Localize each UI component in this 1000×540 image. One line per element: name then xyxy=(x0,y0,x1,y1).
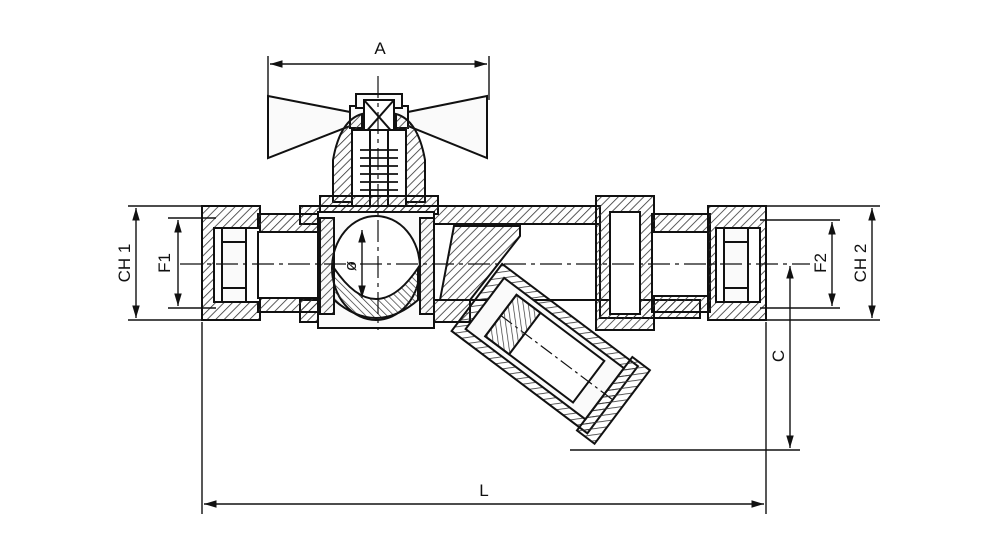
stem-assembly xyxy=(319,93,439,215)
label-F2: F2 xyxy=(811,253,830,273)
centerlines xyxy=(180,76,810,330)
dimension-A xyxy=(267,56,490,100)
dimension-CH1 xyxy=(128,205,206,321)
dimension-CH2 xyxy=(766,205,880,321)
left-fitting xyxy=(201,205,319,321)
strainer-branch xyxy=(450,262,652,446)
dimension-F2 xyxy=(760,219,840,309)
label-CH1: CH 1 xyxy=(115,244,134,283)
label-L: L xyxy=(479,481,488,500)
label-F1: F1 xyxy=(155,253,174,273)
label-CH2: CH 2 xyxy=(851,244,870,283)
label-A: A xyxy=(374,39,386,58)
valve-body xyxy=(299,205,701,329)
dimension-C xyxy=(570,266,800,451)
label-diameter: ø xyxy=(341,261,360,271)
label-C: C xyxy=(769,350,788,362)
dimension-F1 xyxy=(168,217,216,309)
dimension-L xyxy=(201,322,767,514)
right-fitting xyxy=(595,195,767,331)
